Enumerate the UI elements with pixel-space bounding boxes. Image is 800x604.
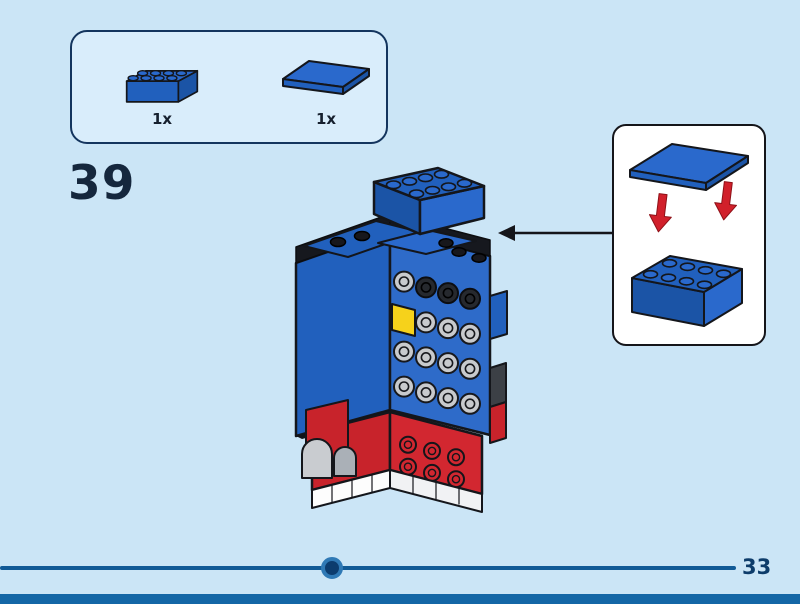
head-top-plates: [303, 220, 487, 263]
assembly-callout: [612, 124, 766, 346]
progress-track[interactable]: [0, 566, 736, 570]
brick-2x4-icon: [125, 69, 199, 103]
part-count-label: 1x: [315, 110, 337, 128]
feet-pieces: [301, 399, 357, 479]
top-brick: [372, 166, 486, 236]
callout-pointer-arrow: [498, 225, 614, 241]
model-illustration: [294, 166, 508, 513]
tile-2x4-icon: [282, 60, 370, 95]
down-arrows-icon: [648, 181, 738, 233]
progress-bar: [0, 552, 800, 584]
part-item-brick: 1x: [106, 45, 218, 128]
base-plates: [311, 469, 483, 513]
assembly-callout-diagram: [629, 143, 749, 327]
face-studs: [393, 270, 481, 415]
side-tabs: [489, 290, 508, 444]
yellow-tile: [391, 303, 416, 337]
progress-dot[interactable]: [321, 557, 343, 579]
callout-brick-2x4-icon: [631, 255, 743, 327]
bottom-strip: [0, 594, 800, 604]
callout-tile-2x4-icon: [629, 143, 749, 191]
part-item-tile: 1x: [270, 45, 382, 128]
page-number: 33: [742, 555, 772, 579]
step-number: 39: [68, 156, 136, 211]
parts-panel: 1x 1x: [70, 30, 388, 144]
part-count-label: 1x: [151, 110, 173, 128]
